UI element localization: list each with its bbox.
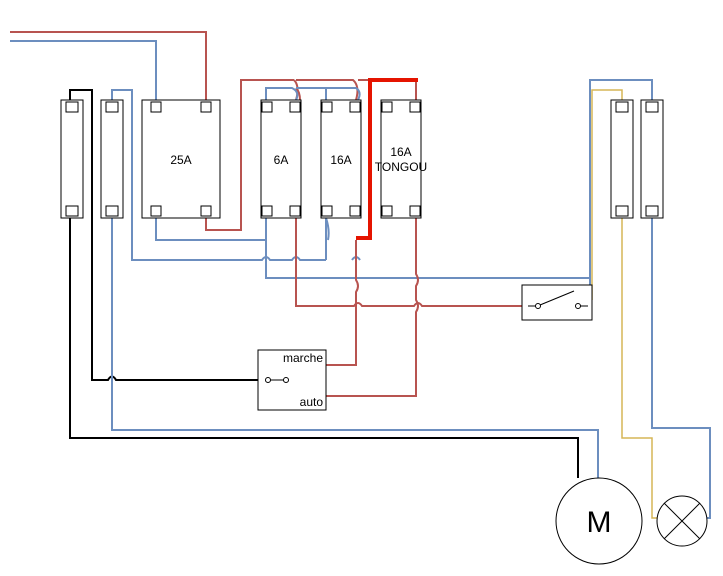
breaker-16a-tongou-label-1: 16A: [390, 145, 411, 159]
terminal-block-left-2: [100, 99, 124, 219]
incoming-neutral-wire: [10, 40, 157, 100]
blue-lamp-wire: [651, 218, 711, 519]
incoming-phase-wire: [10, 31, 207, 100]
blue-motor-wire: [111, 218, 599, 478]
switch-icon: [521, 284, 593, 321]
motor-label: M: [587, 506, 612, 539]
lamp-icon: [656, 495, 708, 547]
motor-icon: M: [555, 477, 643, 565]
black-motor-wire: [69, 218, 579, 478]
breaker-16a-label: 16A: [330, 153, 351, 167]
yellow-lamp-wire: [621, 218, 660, 519]
yellow-feed-top: [591, 89, 623, 300]
selector-auto-label: auto: [300, 395, 324, 409]
neutral-top-bus: [265, 87, 361, 101]
terminal-block-right-2: [640, 99, 664, 219]
breaker-6a: 6A: [260, 99, 302, 219]
terminal-block-left-1: [60, 99, 84, 219]
phase-6a-switch-wire: [295, 218, 522, 307]
terminal-block-right-1: [610, 99, 634, 219]
breaker25-out-phase: [205, 79, 294, 231]
neutral-return-bus: [111, 89, 326, 261]
breaker-16a: 16A: [320, 99, 362, 219]
phase-16t-auto-wire: [326, 218, 419, 397]
phase-bus: [296, 79, 359, 101]
highlight-phase-wire: [356, 78, 418, 240]
breaker-16a-tongou: 16A TONGOU: [375, 99, 427, 219]
black-selector-wire: [69, 89, 258, 381]
breaker-16a-tongou-label-2: TONGOU: [375, 160, 427, 174]
phase-bus-16t: [358, 79, 417, 100]
phase-16a-marche-wire: [326, 240, 359, 366]
breaker-6a-label: 6A: [274, 153, 289, 167]
selector-marche-label: marche: [283, 351, 323, 365]
selector-switch: marche auto: [257, 349, 327, 411]
breaker-25a: 25A: [141, 99, 221, 219]
neutral-16a-drop: [325, 217, 330, 260]
breaker-25a-label: 25A: [170, 153, 191, 167]
